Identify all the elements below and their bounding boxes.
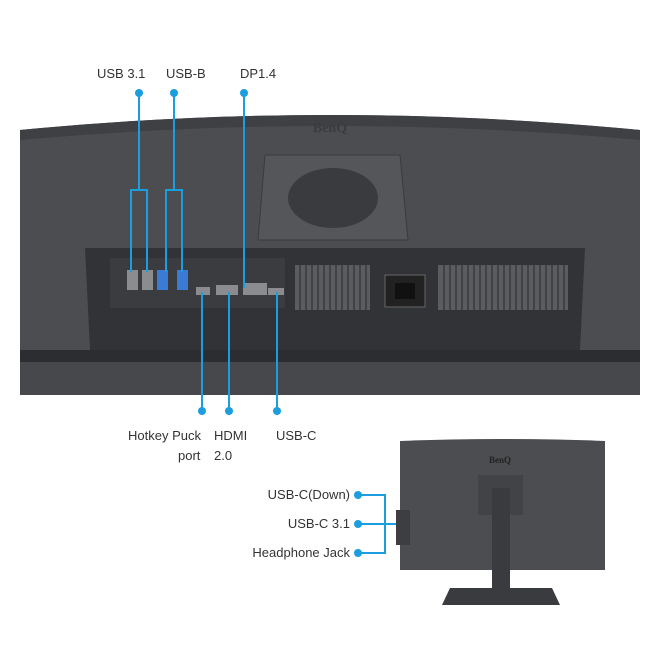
callout-dots (135, 89, 406, 557)
label-dp: DP1.4 (240, 66, 277, 81)
label-usbc-down: USB-C(Down) (267, 487, 350, 502)
label-headphone: Headphone Jack (252, 545, 350, 560)
label-usbc31: USB-C 3.1 (287, 516, 350, 531)
svg-text:BenQ: BenQ (489, 455, 511, 465)
label-usb31: USB 3.1 (97, 66, 146, 81)
brand-logo: BenQ (313, 121, 347, 136)
label-usbc: USB-C (276, 428, 317, 443)
label-hdmi-line1: HDMI (214, 428, 248, 443)
label-hdmi-line2: 2.0 (214, 448, 233, 463)
label-hotkey-line1: Hotkey Puck (128, 428, 201, 443)
monitor-back-small: BenQ (396, 439, 605, 605)
callout-lines (130, 93, 402, 554)
monitor-back-large: BenQ (20, 115, 640, 395)
label-hotkey-line2: port (178, 448, 201, 463)
label-usbb: USB-B (166, 66, 206, 81)
